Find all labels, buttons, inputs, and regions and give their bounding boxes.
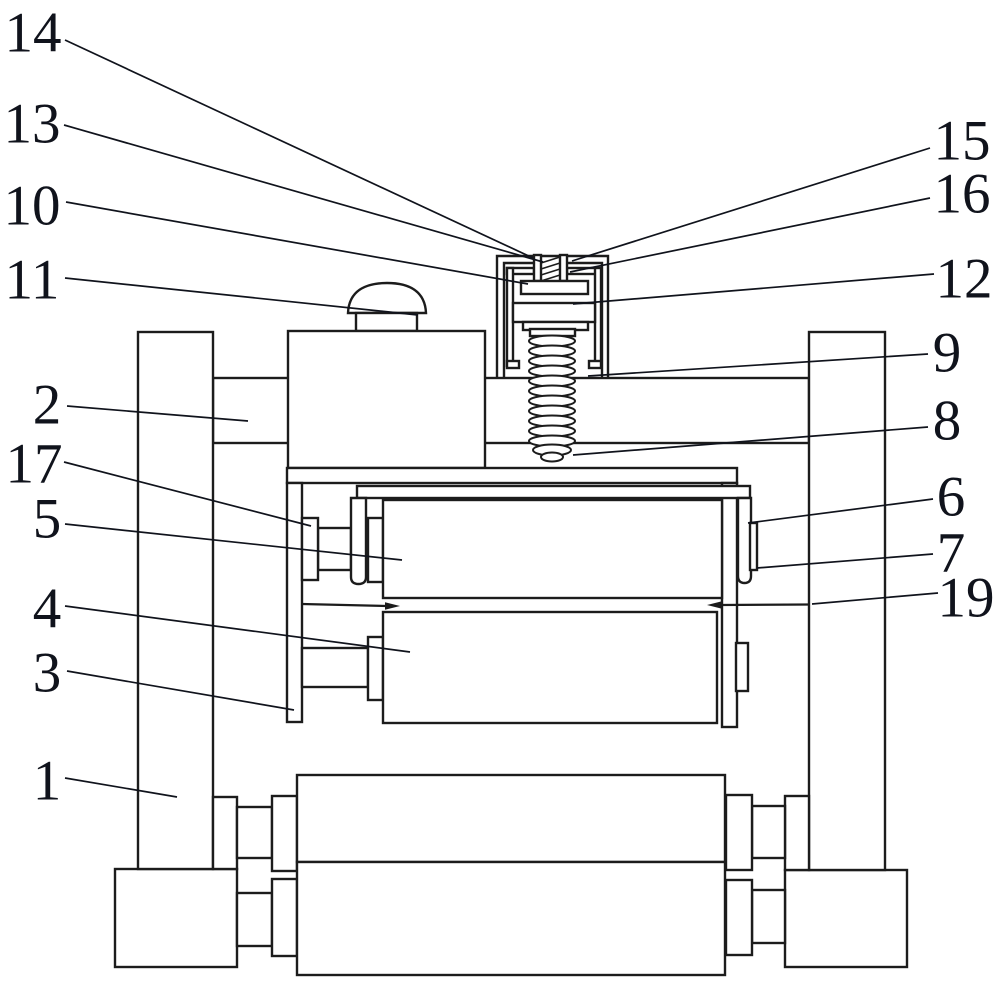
part-label-1: 1: [33, 750, 62, 813]
bottom-upper-roller: [295, 773, 727, 864]
feed-line-right: [719, 603, 811, 607]
base-assembly: [113, 330, 909, 969]
leader-line-15: [571, 147, 931, 262]
lower-roller: [381, 610, 719, 725]
part-label-17: 17: [6, 433, 63, 496]
right-pin-tab: [748, 521, 759, 572]
leader-line-17: [63, 461, 312, 527]
bottom-lower-roller: [295, 860, 727, 977]
guide-foot-left: [505, 359, 521, 370]
part-label-8: 8: [933, 390, 962, 453]
frame-left-bar: [285, 481, 304, 724]
leader-line-19: [811, 592, 939, 605]
left-foot-block: [113, 867, 239, 969]
bracket-outer-wall: [495, 254, 610, 378]
leader-line-7: [756, 553, 934, 569]
part-label-9: 9: [933, 322, 962, 385]
screw-head-right-rim: [558, 253, 569, 283]
motor-cap-neck: [354, 311, 419, 333]
left-press-pin: [349, 496, 368, 586]
left-lower-bearing-block: [270, 877, 299, 958]
left-lower-axle: [235, 891, 274, 948]
feed-arrowhead-left: [385, 602, 400, 610]
part-label-14: 14: [5, 2, 62, 65]
right-upper-bearing-block: [724, 793, 754, 872]
right-press-pin: [736, 496, 753, 585]
right-column-step: [783, 794, 811, 872]
right-foot-block: [783, 868, 909, 969]
part-label-7: 7: [937, 522, 966, 585]
leader-line-1: [64, 777, 178, 798]
lower-roller-assembly: [300, 610, 750, 725]
part-label-12: 12: [936, 248, 993, 311]
leader-line-13: [63, 124, 544, 263]
leader-line-6: [747, 498, 934, 524]
right-upper-axle: [750, 804, 787, 860]
part-label-16: 16: [934, 163, 991, 226]
part-label-3: 3: [33, 642, 62, 705]
feed-arrowhead-right: [707, 601, 722, 609]
coil-tip: [540, 451, 564, 463]
left-upper-axle: [235, 805, 274, 860]
nut-block: [511, 301, 597, 324]
right-lower-axle: [750, 888, 787, 945]
bottom-roller-unit: [235, 773, 787, 977]
screw-press-unit: [495, 253, 610, 463]
part-label-19: 19: [938, 567, 995, 630]
upper-roller: [381, 498, 724, 600]
lower-right-tab: [734, 641, 750, 693]
leader-line-16: [569, 197, 931, 273]
left-column-step: [211, 795, 239, 871]
motor-dome-cap: [346, 281, 428, 315]
frame-top-plate: [285, 466, 739, 485]
leader-line-2: [66, 405, 249, 422]
right-lower-bearing-block: [724, 878, 754, 957]
upper-left-mount-block: [366, 516, 385, 584]
feed-line-left: [301, 602, 388, 608]
bracket-inner-wall-left: [502, 261, 534, 378]
part-label-13: 13: [4, 93, 61, 156]
leader-line-9: [587, 353, 929, 377]
leader-line-4: [64, 605, 411, 653]
upper-left-shaft: [316, 526, 353, 572]
leader-line-11: [64, 277, 419, 316]
part-label-10: 10: [4, 175, 61, 238]
guide-foot-right: [587, 359, 603, 370]
leader-line-14: [64, 39, 534, 259]
upper-roller-assembly: [300, 484, 759, 600]
leader-line-3: [66, 670, 295, 711]
leader-line-5: [64, 523, 403, 561]
part-label-5: 5: [33, 488, 62, 551]
screw-head-knurl-hatch: [540, 256, 561, 282]
part-label-6: 6: [937, 466, 966, 529]
left-upper-bearing-block: [270, 794, 299, 873]
material-flow-arrows: [301, 601, 811, 610]
leader-line-12: [572, 273, 935, 305]
motor-body: [286, 329, 487, 470]
lead-screw-coil: [528, 334, 576, 463]
left-column: [136, 330, 215, 871]
lower-left-shaft: [300, 646, 370, 689]
leader-line-10: [65, 201, 529, 285]
leader-line-8: [572, 426, 929, 456]
part-label-15: 15: [934, 110, 991, 173]
drive-motor: [286, 281, 487, 470]
part-label-11: 11: [5, 249, 60, 312]
part-label-4: 4: [33, 578, 62, 641]
slider-plate: [355, 484, 752, 500]
clamp-plate: [519, 279, 590, 296]
part-label-2: 2: [33, 374, 62, 437]
